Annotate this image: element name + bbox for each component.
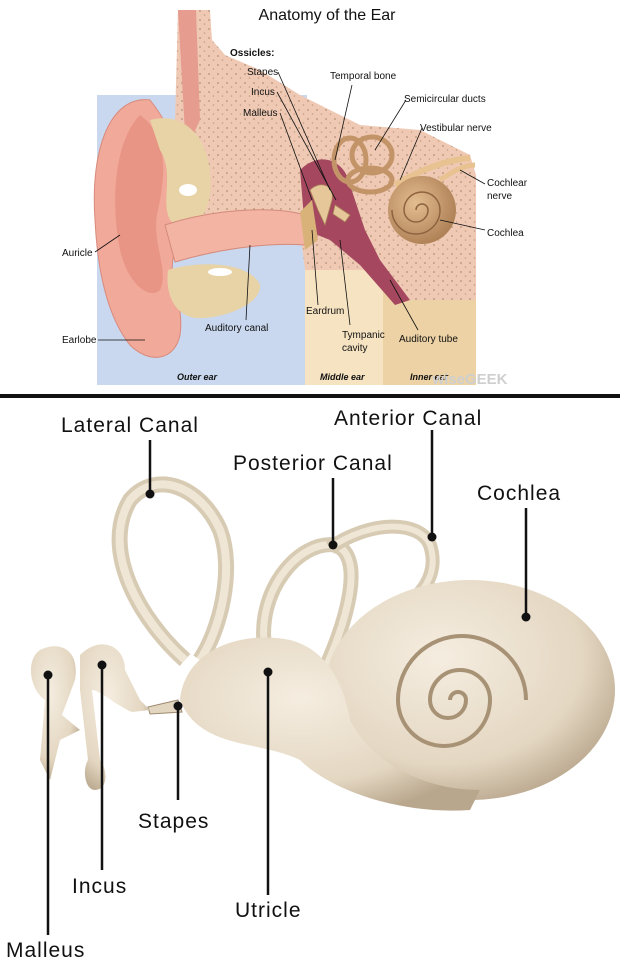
- ossicles-heading: Ossicles:: [230, 48, 274, 59]
- label-cochlear-nerve-line1: Cochlear: [487, 178, 528, 189]
- cartilage-highlight: [179, 184, 197, 196]
- label-utricle: Utricle: [235, 899, 302, 922]
- lateral-canal-highlight: [115, 480, 231, 663]
- section-divider: [0, 394, 620, 398]
- label-lateral-canal: Lateral Canal: [61, 414, 199, 437]
- label-earlobe: Earlobe: [62, 335, 97, 346]
- cartilage-highlight: [208, 268, 232, 276]
- vestibular-nerve-shape: [393, 155, 471, 188]
- label-temporal-bone: Temporal bone: [330, 71, 397, 82]
- middle-ear-region: [305, 270, 385, 385]
- label-vestibular-nerve: Vestibular nerve: [420, 123, 492, 134]
- cochlea-spiral-bottom: [395, 634, 528, 748]
- label-malleus-bottom: Malleus: [6, 939, 85, 962]
- semicircular-ducts-shape: [331, 134, 395, 195]
- label-inner-ear: Inner ear: [410, 372, 449, 382]
- auricle-inner: [115, 115, 164, 294]
- label-auditory-tube: Auditory tube: [399, 334, 458, 345]
- label-eardrum: Eardrum: [306, 306, 344, 317]
- utricle-shape: [180, 637, 480, 811]
- bottom-leader-lines: [46, 430, 528, 935]
- incus-shape: [80, 644, 150, 790]
- label-malleus-top: Malleus: [243, 108, 277, 119]
- stapes-shape: [147, 699, 183, 715]
- cartilage-upper: [150, 118, 211, 227]
- top-anatomy-diagram: Anatomy of the Ear Ossicles: Stapes Incu…: [62, 7, 528, 388]
- cochlear-nerve-shape: [438, 162, 476, 183]
- bottom-leader-dots: [43, 489, 531, 711]
- diagram-title: Anatomy of the Ear: [259, 7, 397, 24]
- label-auditory-canal: Auditory canal: [205, 323, 268, 334]
- label-stapes-top: Stapes: [247, 67, 278, 78]
- label-middle-ear: Middle ear: [320, 372, 365, 382]
- watermark: wiseGEEK: [431, 371, 507, 388]
- label-incus-top: Incus: [251, 87, 275, 98]
- label-auricle: Auricle: [62, 248, 93, 259]
- label-cochlea-bottom: Cochlea: [477, 482, 561, 505]
- skin-strip: [178, 10, 200, 150]
- cochlea-spiral: [391, 191, 441, 235]
- eardrum-shape: [300, 200, 318, 250]
- label-cochlea-top: Cochlea: [487, 228, 524, 239]
- label-tympanic-cavity-line2: cavity: [342, 343, 368, 354]
- malleus-shape: [30, 646, 80, 780]
- top-leader-lines: [94, 71, 486, 341]
- cochlea-shape: [388, 176, 456, 244]
- label-cochlear-nerve-line2: nerve: [487, 191, 512, 202]
- bottom-inner-ear-diagram: Lateral Canal Anterior Canal Posterior C…: [6, 407, 615, 962]
- cartilage-lower: [167, 264, 261, 319]
- label-semicircular-ducts: Semicircular ducts: [404, 94, 486, 105]
- label-anterior-canal: Anterior Canal: [334, 407, 482, 430]
- label-posterior-canal: Posterior Canal: [233, 452, 393, 475]
- ossicles-shape: [332, 204, 351, 223]
- label-incus-bottom: Incus: [72, 875, 127, 898]
- label-outer-ear: Outer ear: [177, 372, 218, 382]
- label-tympanic-cavity-line1: Tympanic: [342, 330, 385, 341]
- label-stapes-bottom: Stapes: [138, 810, 209, 833]
- cochlea-shell: [325, 580, 615, 800]
